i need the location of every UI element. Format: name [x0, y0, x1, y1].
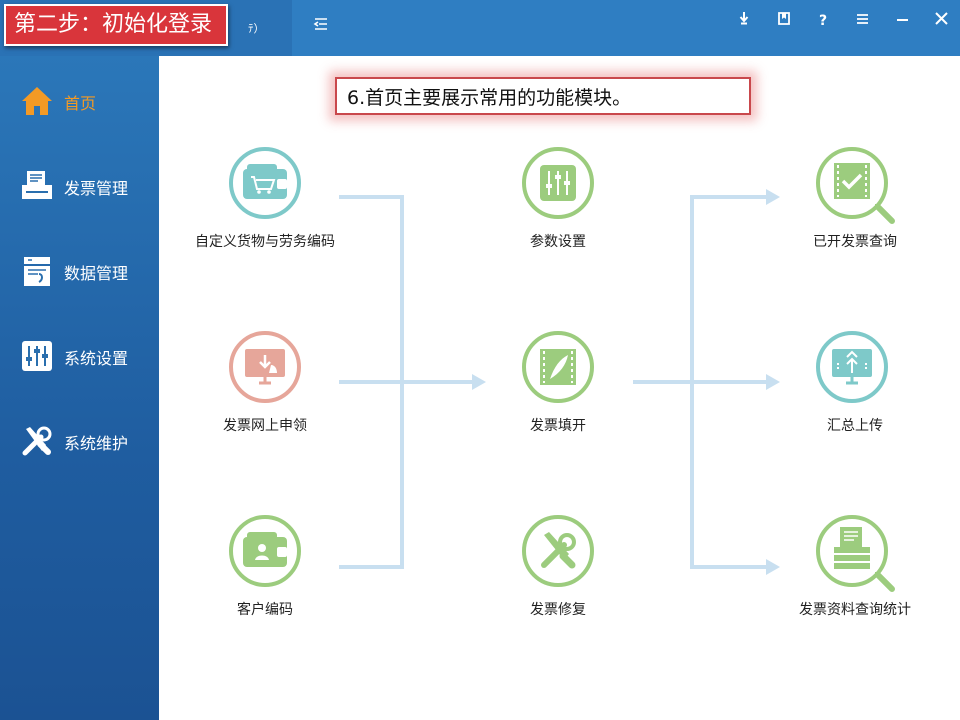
module-stats[interactable]: 发票资料查询统计 [775, 512, 935, 627]
sidebar-item-label: 数据管理 [64, 264, 129, 283]
sidebar: 首页 发票管理 数据管理 系统设置 系统维护 [0, 56, 159, 720]
monitor-download-icon [229, 331, 301, 403]
monitor-upload-icon [816, 331, 888, 403]
data-management-icon [24, 257, 50, 286]
sidebar-item-data-management[interactable]: 数据管理 [0, 248, 159, 294]
search-document-icon [816, 515, 888, 587]
close-icon[interactable] [930, 10, 952, 32]
magnifier-handle-icon [875, 204, 895, 224]
sidebar-item-system-maintenance[interactable]: 系统维护 [0, 418, 159, 464]
wallet-person-icon [229, 515, 301, 587]
sidebar-item-label: 发票管理 [64, 179, 129, 198]
module-issued-query[interactable]: 已开发票查询 [775, 144, 935, 259]
module-goods-code[interactable]: 自定义货物与劳务编码 [180, 144, 350, 279]
magnifier-handle-icon [875, 572, 895, 592]
module-customer-code[interactable]: 客户编码 [180, 512, 350, 627]
module-label: 发票资料查询统计 [799, 602, 911, 618]
module-params[interactable]: 参数设置 [483, 144, 633, 259]
menu-icon[interactable] [851, 10, 873, 32]
invoice-printer-icon [22, 171, 52, 199]
module-label: 发票网上申领 [223, 418, 307, 434]
skin-icon[interactable] [773, 10, 795, 32]
collapse-menu-icon[interactable] [310, 16, 332, 38]
home-icon [22, 87, 52, 115]
module-invoice-apply[interactable]: 发票网上申领 [180, 328, 350, 443]
module-label: 自定义货物与劳务编码 [195, 234, 335, 250]
module-label: 发票修复 [530, 602, 586, 618]
sidebar-item-home[interactable]: 首页 [0, 78, 159, 124]
sidebar-item-label: 系统设置 [64, 349, 129, 368]
module-label: 汇总上传 [827, 418, 883, 434]
sliders-icon [22, 341, 52, 371]
sliders-icon [522, 147, 594, 219]
callout-annotation: 6.首页主要展示常用的功能模块。 [335, 77, 751, 115]
sidebar-item-invoice-management[interactable]: 发票管理 [0, 163, 159, 209]
module-label: 客户编码 [237, 602, 293, 618]
module-invoice-fill[interactable]: 发票填开 [483, 328, 633, 443]
minimize-icon[interactable] [891, 10, 913, 32]
module-invoice-repair[interactable]: 发票修复 [483, 512, 633, 627]
film-feather-icon [522, 331, 594, 403]
download-icon[interactable] [733, 10, 755, 32]
module-label: 已开发票查询 [813, 234, 897, 250]
sidebar-item-system-settings[interactable]: 系统设置 [0, 333, 159, 379]
app-title-fragment: ﾃ） [248, 22, 265, 35]
step-banner: 第二步：初始化登录 [4, 4, 229, 46]
sidebar-item-label: 系统维护 [64, 434, 129, 453]
tools-icon [22, 426, 52, 456]
module-upload[interactable]: 汇总上传 [775, 328, 935, 443]
module-label: 发票填开 [530, 418, 586, 434]
module-label: 参数设置 [530, 234, 586, 250]
sidebar-item-label: 首页 [64, 94, 97, 113]
wallet-cart-icon [229, 147, 301, 219]
tools-icon [522, 515, 594, 587]
help-icon[interactable]: ? [818, 13, 828, 29]
